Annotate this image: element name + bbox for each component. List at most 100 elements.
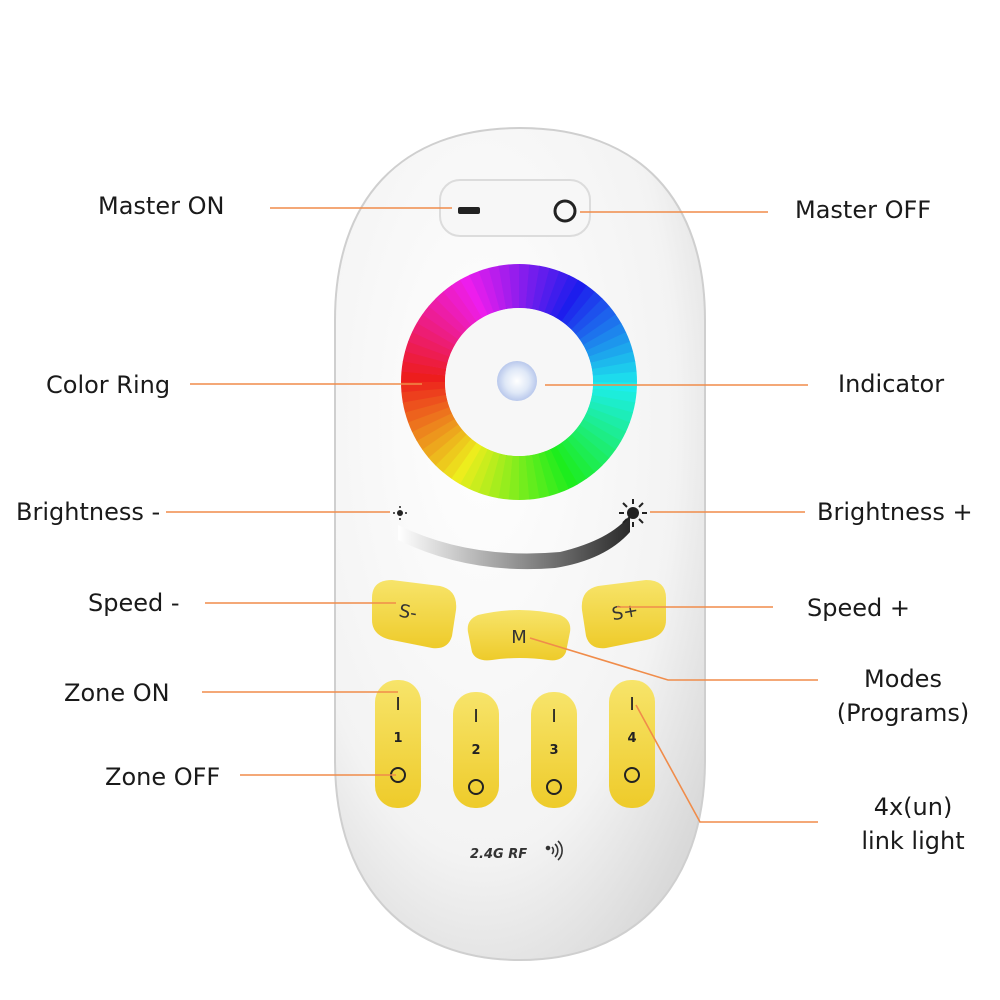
color-ring-segment[interactable] (508, 264, 520, 309)
color-ring-segment[interactable] (450, 442, 482, 485)
label-brightness-plus: Brightness + (817, 498, 973, 526)
color-ring-segment[interactable] (408, 331, 453, 357)
color-ring-segment[interactable] (488, 265, 507, 311)
color-ring-segment[interactable] (549, 446, 578, 490)
color-ring-segment[interactable] (401, 361, 447, 376)
indicator-light (497, 361, 537, 401)
zone-on-glyph: I (629, 694, 634, 715)
color-ring-segment[interactable] (588, 401, 633, 423)
zone-off-glyph (468, 779, 484, 795)
label-modes: Modes (Programs) (828, 662, 978, 730)
color-ring-segment[interactable] (579, 419, 622, 451)
color-ring-segment[interactable] (428, 298, 467, 335)
color-ring-segment[interactable] (401, 371, 446, 382)
color-ring-segment[interactable] (508, 455, 519, 500)
color-ring-segment[interactable] (579, 314, 622, 346)
color-ring-segment[interactable] (556, 279, 588, 322)
color-ring-segment[interactable] (585, 407, 630, 433)
color-ring-segment[interactable] (428, 429, 467, 466)
color-ring-segment[interactable] (531, 265, 551, 311)
speed-plus-button[interactable]: S+ (581, 580, 666, 649)
color-ring-segment[interactable] (422, 424, 463, 458)
color-ring-segment[interactable] (561, 285, 596, 326)
color-ring-segment[interactable] (544, 271, 570, 316)
mode-button-label: M (511, 627, 527, 648)
color-ring-segment[interactable] (460, 274, 489, 318)
color-ring-segment[interactable] (468, 448, 494, 493)
brightness-slider[interactable] (398, 515, 630, 570)
color-ring-segment[interactable] (469, 270, 494, 315)
color-ring-segment[interactable] (550, 275, 579, 319)
color-ring-segment[interactable] (586, 332, 631, 357)
color-ring-segment[interactable] (435, 291, 472, 330)
label-color-ring: Color Ring (46, 371, 171, 399)
label-zone-off: Zone OFF (105, 763, 221, 791)
color-ring-segment[interactable] (498, 264, 513, 310)
color-ring-segment[interactable] (404, 400, 450, 423)
color-ring-segment[interactable] (459, 445, 488, 489)
zone-2-button[interactable]: I2 (453, 692, 499, 808)
color-ring-segment[interactable] (451, 279, 483, 322)
color-ring-segment[interactable] (555, 442, 587, 485)
color-ring-segment[interactable] (588, 341, 634, 364)
color-ring-segment[interactable] (412, 322, 456, 351)
color-ring-segment[interactable] (525, 454, 540, 500)
color-ring-segment[interactable] (592, 371, 638, 383)
color-ring-segment[interactable] (590, 394, 636, 414)
zone-4-button[interactable]: I4 (609, 680, 655, 808)
color-ring-segment[interactable] (537, 451, 560, 497)
color-ring-segment[interactable] (416, 313, 459, 345)
label-modes-line2: (Programs) (836, 699, 970, 727)
color-ring-segment[interactable] (583, 323, 627, 352)
color-ring-segment[interactable] (561, 438, 595, 479)
circle-icon[interactable] (553, 199, 577, 223)
color-ring-segment[interactable] (407, 407, 452, 432)
signal-icon (545, 840, 563, 861)
color-ring-segment[interactable] (591, 388, 637, 403)
color-ring-segment[interactable] (405, 341, 450, 363)
sun-large-icon (619, 499, 647, 527)
color-ring-segment[interactable] (519, 264, 530, 309)
color-ring-segment[interactable] (571, 298, 610, 335)
zone-3-button[interactable]: I3 (531, 692, 577, 808)
color-ring-segment[interactable] (591, 361, 637, 376)
label-zone-on: Zone ON (64, 679, 170, 707)
color-ring-segment[interactable] (566, 434, 603, 473)
mode-button[interactable]: M (467, 610, 571, 661)
minus-icon[interactable] (458, 207, 480, 214)
color-ring-segment[interactable] (416, 418, 459, 450)
color-ring-segment[interactable] (402, 350, 448, 370)
color-ring-segment[interactable] (566, 291, 603, 330)
color-ring-segment[interactable] (478, 451, 500, 496)
color-ring-segment[interactable] (422, 305, 463, 340)
color-ring-segment[interactable] (487, 453, 507, 499)
color-ring-segment[interactable] (435, 434, 472, 473)
zone-on-glyph: I (551, 706, 556, 727)
color-ring-segment[interactable] (571, 429, 610, 466)
color-ring-segment[interactable] (411, 412, 455, 441)
color-ring-segment[interactable] (443, 285, 477, 326)
color-ring-segment[interactable] (401, 388, 447, 403)
zone-1-button[interactable]: I1 (375, 680, 421, 808)
color-ring-segment[interactable] (518, 455, 530, 500)
color-ring-segment[interactable] (575, 424, 616, 459)
color-ring-segment[interactable] (498, 454, 513, 500)
color-ring-segment[interactable] (531, 453, 550, 499)
color-ring-segment[interactable] (575, 306, 616, 340)
color-ring-segment[interactable] (402, 394, 448, 413)
color-ring-segment[interactable] (442, 438, 477, 479)
color-ring-segment[interactable] (544, 449, 569, 494)
zone-off-glyph (624, 767, 640, 783)
color-ring-segment[interactable] (582, 413, 626, 442)
sun-small-icon (393, 506, 407, 520)
color-ring-segment[interactable] (478, 267, 501, 313)
speed-minus-label: S- (397, 601, 418, 625)
leader-lines (166, 207, 818, 823)
zone-on-glyph: I (395, 694, 400, 715)
color-ring[interactable] (401, 264, 638, 500)
speed-minus-button[interactable]: S- (372, 580, 457, 649)
label-speed-minus: Speed - (88, 589, 180, 617)
color-ring-segment[interactable] (590, 351, 636, 370)
color-ring-segment[interactable] (525, 264, 540, 310)
color-ring-segment[interactable] (538, 268, 560, 313)
